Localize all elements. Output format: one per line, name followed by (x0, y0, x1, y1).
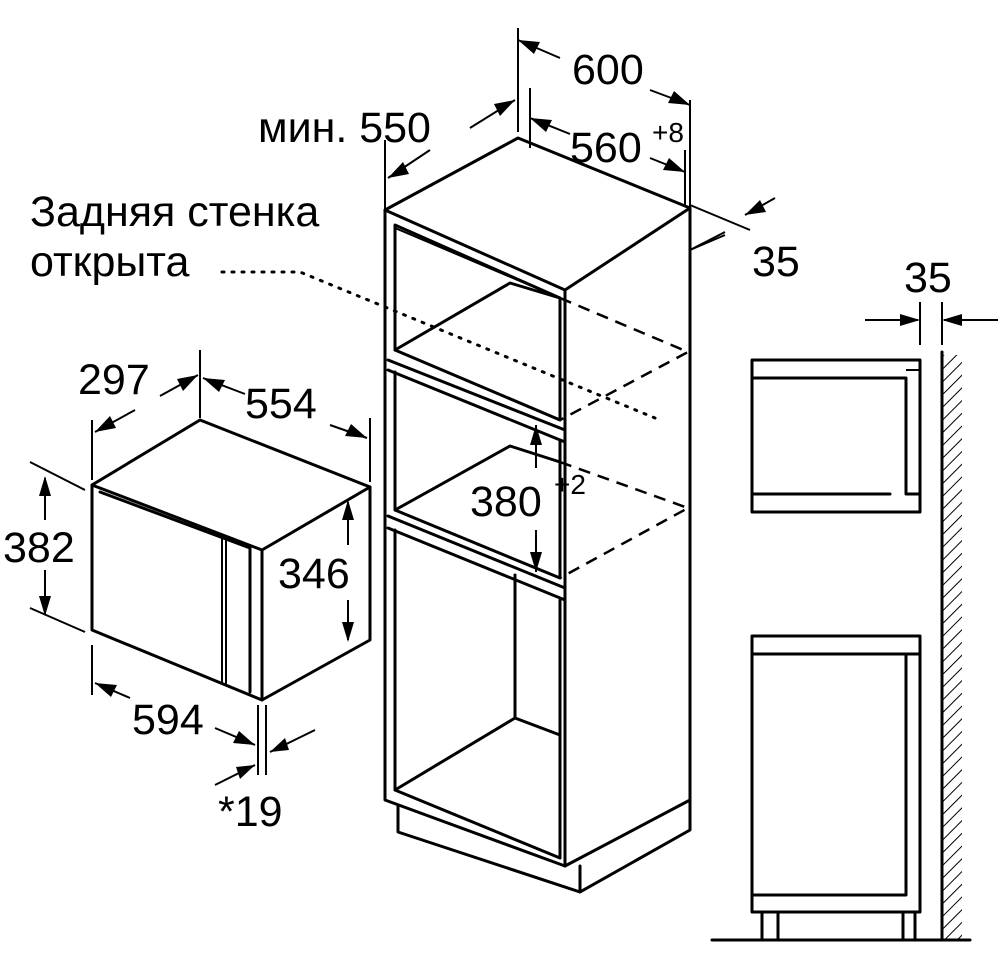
upper-compartment (393, 223, 562, 422)
label-depth-min: мин. 550 (258, 104, 431, 152)
microwave-side (260, 485, 372, 702)
label-mw-width-bottom: 594 (132, 696, 204, 744)
microwave-dimensions (29, 350, 371, 786)
microwave (90, 418, 372, 702)
niche-shelf-dashed (559, 460, 692, 580)
side-section (710, 302, 998, 942)
side-upper-unit (750, 358, 922, 514)
label-back-open-1: Задняя стенка (30, 188, 319, 236)
label-niche-height: 380 (470, 478, 542, 526)
label-mw-width-top: 554 (245, 380, 317, 428)
label-mw-height-outer: 382 (3, 524, 75, 572)
lower-shelf (386, 514, 567, 602)
side-lower-feet (760, 910, 917, 942)
label-width-inner-tol: +8 (652, 117, 684, 148)
label-niche-height-tol: +2 (554, 469, 586, 500)
label-mw-height-inner: 346 (278, 550, 350, 598)
tall-cabinet (220, 136, 692, 894)
label-mw-depth: 297 (78, 356, 150, 404)
label-width-inner: 560 (570, 124, 642, 172)
side-lower-unit (750, 634, 922, 914)
label-side-gap: 35 (904, 254, 952, 302)
label-width-outer: 600 (572, 46, 644, 94)
microwave-control-panel (221, 538, 227, 685)
label-back-gap: 35 (752, 238, 800, 286)
cabinet-plinth (396, 798, 692, 894)
niche-compartment (393, 370, 562, 580)
microwave-top (90, 418, 372, 552)
diagram-labels: 600 560 +8 мин. 550 35 Задняя стенка отк… (3, 46, 952, 836)
label-back-open-2: открыта (30, 238, 190, 286)
cabinet-top (383, 136, 692, 292)
cabinet-dimensions (384, 28, 776, 572)
upper-shelf-dashed (559, 296, 691, 422)
label-mw-door-offset: *19 (218, 788, 283, 836)
microwave-front (90, 483, 264, 702)
middle-shelf (386, 358, 567, 444)
lower-compartment (393, 528, 562, 860)
microwave-door-edge (98, 490, 252, 694)
wall-hatch (942, 355, 962, 940)
